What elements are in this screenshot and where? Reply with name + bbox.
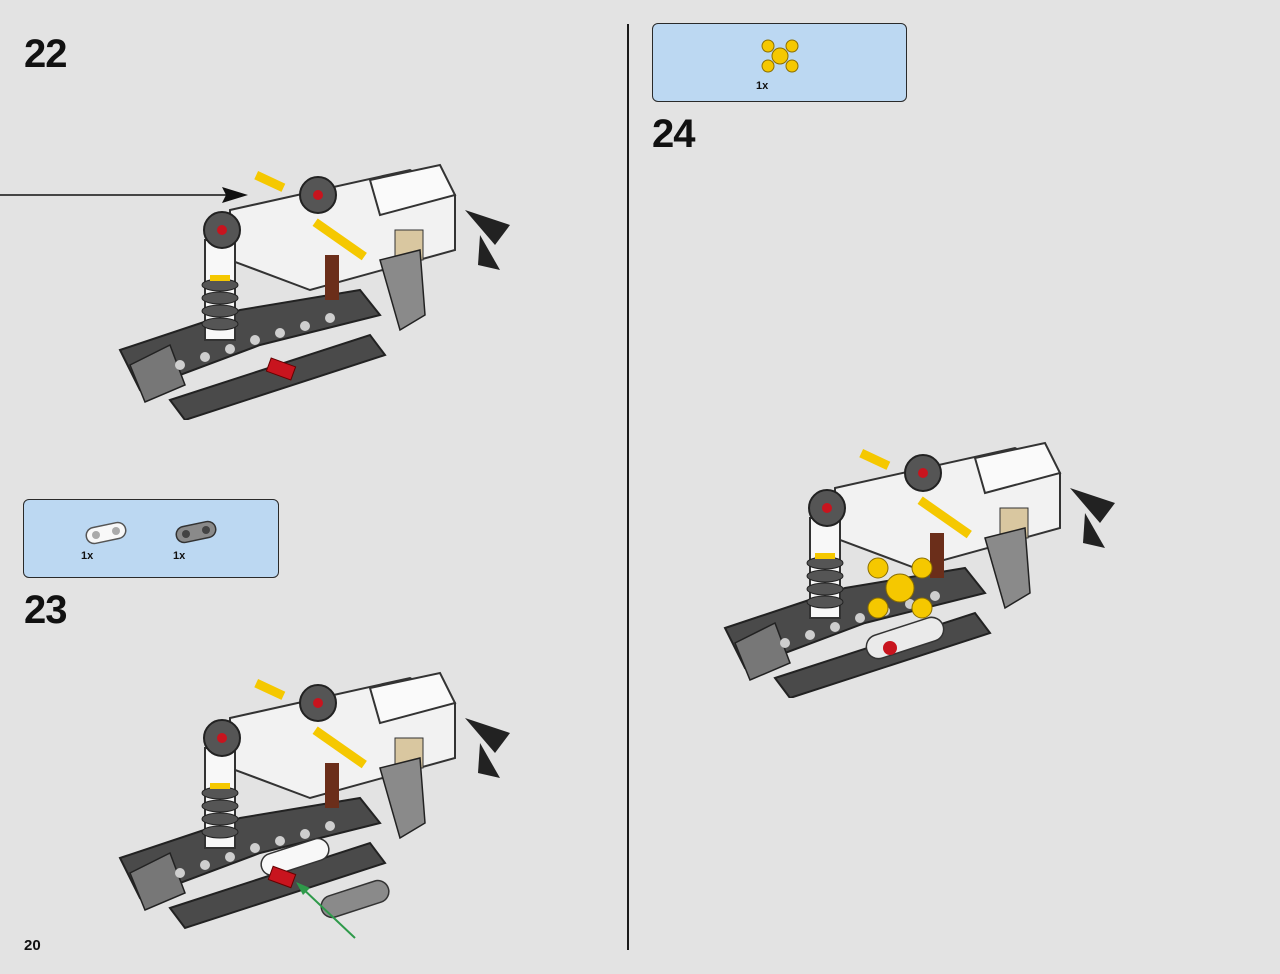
step-23-model bbox=[118, 671, 510, 939]
insert-arrow bbox=[0, 187, 248, 203]
yellow-cross-hub-icon bbox=[761, 39, 799, 73]
step-23-number: 23 bbox=[24, 588, 67, 632]
step-24-model bbox=[723, 441, 1115, 698]
page-divider bbox=[627, 24, 629, 950]
yellow-cross-hub bbox=[867, 557, 933, 619]
page-number: 20 bbox=[24, 937, 41, 954]
step-24-parts-callout: 1x bbox=[652, 23, 907, 102]
step-23-parts-callout: 1x 1x bbox=[23, 499, 279, 578]
step-24-chassis bbox=[723, 441, 1115, 698]
step-24-number: 24 bbox=[652, 112, 695, 156]
step-22-chassis bbox=[118, 163, 510, 420]
gray-connector-icon bbox=[175, 520, 217, 544]
step-22-model bbox=[118, 163, 510, 420]
part-qty: 1x bbox=[81, 550, 94, 562]
part-qty: 1x bbox=[756, 80, 769, 92]
step-23-chassis bbox=[118, 671, 510, 939]
part-qty: 1x bbox=[173, 550, 186, 562]
white-connector-icon bbox=[85, 521, 127, 545]
step-22-number: 22 bbox=[24, 32, 67, 76]
